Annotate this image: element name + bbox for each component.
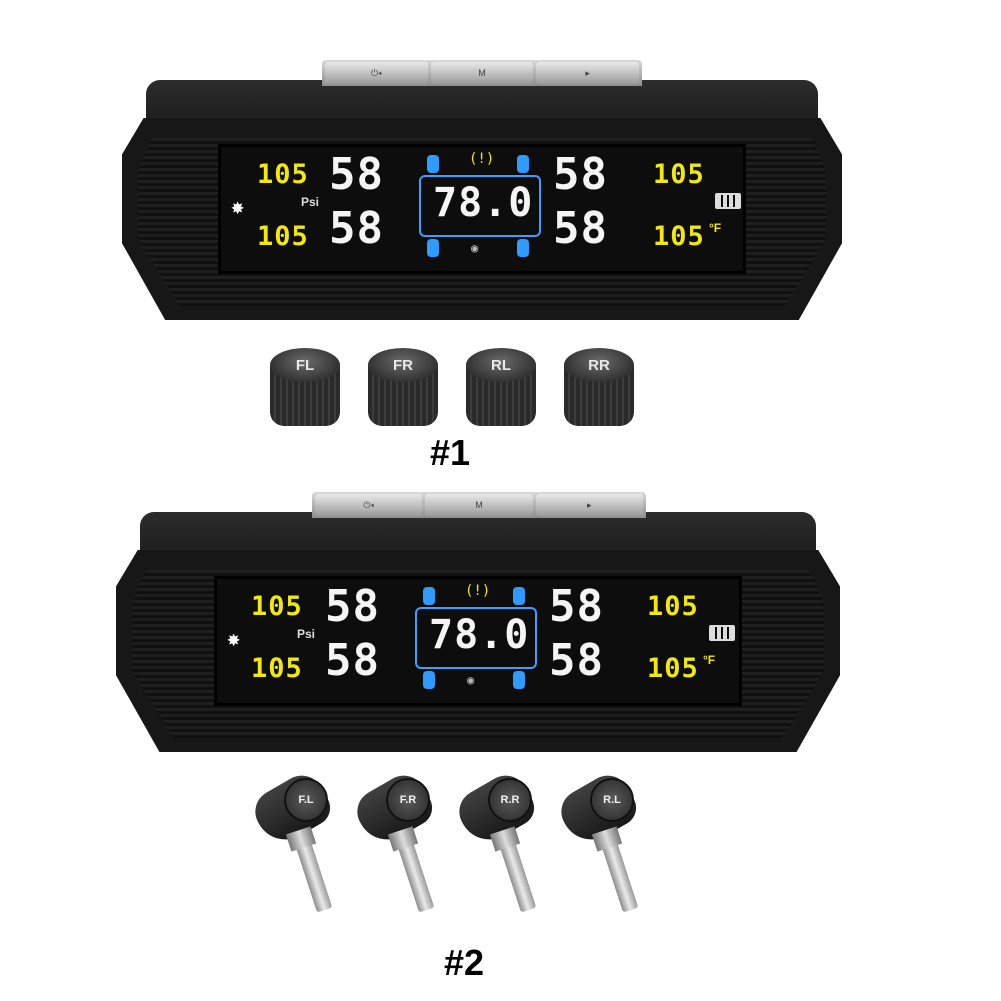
- sensor-cap-label: RR: [564, 348, 634, 382]
- center-readout-box: [415, 607, 537, 669]
- fr-pressure: 58: [553, 149, 608, 200]
- car-wheel-rl: [423, 671, 435, 689]
- lcd-screen: 105 105 ✸ Psi 58 58 (!) 78.0 ◉ 58 58 105…: [218, 144, 746, 274]
- fahrenheit-unit-label: °F: [703, 653, 716, 667]
- tire-warning-icon: (!): [465, 583, 491, 599]
- power-left-button[interactable]: ⏻◂: [325, 62, 428, 84]
- rl-pressure: 58: [325, 635, 380, 686]
- caption-option-2: #2: [444, 942, 485, 983]
- sun-icon: ✸: [231, 195, 245, 220]
- tire-status-icon: ◉: [471, 241, 479, 255]
- rr-pressure: 58: [549, 635, 604, 686]
- rr-temperature: 105: [647, 653, 699, 684]
- fl-pressure: 58: [329, 149, 384, 200]
- center-value: 78.0: [433, 180, 534, 226]
- fl-pressure: 58: [325, 581, 380, 632]
- sensor-cap-fr: FR: [368, 348, 438, 430]
- tpms-monitor-1: ⏻◂ M ▸ 105 105 ✸ Psi 58 58 (!) 78.0 ◉ 58…: [122, 60, 842, 320]
- center-value: 78.0: [429, 612, 530, 658]
- caption-option-1: #1: [430, 432, 471, 473]
- rl-temperature: 105: [257, 221, 309, 252]
- valve-sensor-label: R.L: [590, 778, 634, 822]
- car-wheel-fl: [423, 587, 435, 605]
- valve-sensor-label: R.R: [488, 778, 532, 822]
- valve-sensor-rr: R.R: [442, 767, 542, 932]
- button-bar: ⏻◂ M ▸: [322, 60, 642, 86]
- tpms-monitor-2: ⏻◂ M ▸ 105 105 ✸ Psi 58 58 (!) 78.0 ◉ 58…: [116, 492, 840, 752]
- valve-sensor-fr: F.R: [340, 767, 440, 932]
- fr-temperature: 105: [647, 591, 699, 622]
- sensor-cap-rl: RL: [466, 348, 536, 430]
- mode-button[interactable]: M: [425, 494, 533, 516]
- right-button[interactable]: ▸: [535, 494, 643, 516]
- valve-sensor-fl: F.L: [238, 767, 338, 932]
- sensor-cap-label: RL: [466, 348, 536, 382]
- fl-temperature: 105: [257, 159, 309, 190]
- valve-sensor-label: F.L: [284, 778, 328, 822]
- right-button[interactable]: ▸: [536, 62, 640, 84]
- sensor-cap-rr: RR: [564, 348, 634, 430]
- fahrenheit-unit-label: °F: [709, 221, 722, 235]
- fr-temperature: 105: [653, 159, 705, 190]
- battery-icon: [709, 625, 735, 641]
- sensor-cap-label: FL: [270, 348, 340, 382]
- rr-temperature: 105: [653, 221, 705, 252]
- battery-icon: [715, 193, 741, 209]
- valve-sensor-label: F.R: [386, 778, 430, 822]
- psi-unit-label: Psi: [301, 195, 320, 209]
- fl-temperature: 105: [251, 591, 303, 622]
- car-wheel-rl: [427, 239, 439, 257]
- fr-pressure: 58: [549, 581, 604, 632]
- button-bar: ⏻◂ M ▸: [312, 492, 646, 518]
- rr-pressure: 58: [553, 203, 608, 254]
- rl-pressure: 58: [329, 203, 384, 254]
- tire-warning-icon: (!): [469, 151, 495, 167]
- psi-unit-label: Psi: [297, 627, 316, 641]
- car-wheel-fl: [427, 155, 439, 173]
- center-readout-box: [419, 175, 541, 237]
- sensor-cap-label: FR: [368, 348, 438, 382]
- rl-temperature: 105: [251, 653, 303, 684]
- power-left-button[interactable]: ⏻◂: [315, 494, 423, 516]
- car-wheel-rr: [513, 671, 525, 689]
- tire-status-icon: ◉: [467, 673, 475, 687]
- sun-icon: ✸: [227, 627, 241, 652]
- car-wheel-fr: [513, 587, 525, 605]
- mode-button[interactable]: M: [430, 62, 534, 84]
- car-wheel-rr: [517, 239, 529, 257]
- valve-sensor-rl: R.L: [544, 767, 644, 932]
- sensor-cap-fl: FL: [270, 348, 340, 430]
- car-wheel-fr: [517, 155, 529, 173]
- lcd-screen: 105 105 ✸ Psi 58 58 (!) 78.0 ◉ 58 58 105…: [214, 576, 742, 706]
